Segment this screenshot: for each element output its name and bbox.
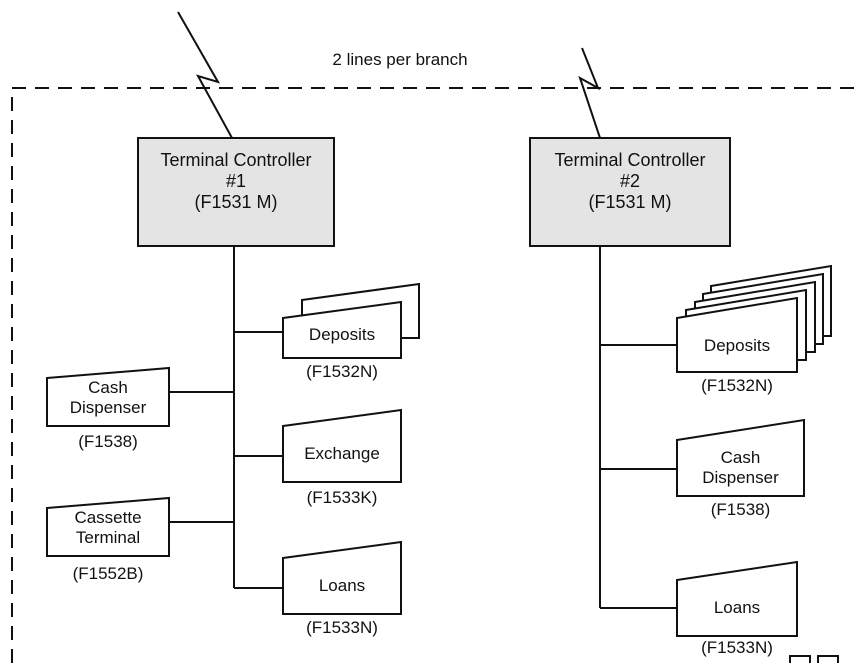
- cash-dispenser-2-label: Cash Dispenser: [702, 448, 779, 487]
- edge-box-1: [789, 655, 811, 663]
- cash-dispenser-1-label: Cash Dispenser: [69, 378, 147, 417]
- cash-dispenser-2-code: (F1538): [710, 500, 771, 519]
- terminal-exchange-1: [282, 408, 402, 483]
- controller-2-title: Terminal Controller: [554, 150, 706, 170]
- deposits-2-code: (F1532N): [701, 376, 773, 395]
- exchange-1-label: Exchange: [304, 444, 380, 463]
- cash-dispenser-1-code: (F1538): [78, 432, 138, 451]
- terminal-cash-dispenser-1: [46, 366, 170, 427]
- terminal-loans-1: [282, 540, 402, 615]
- loans-2-label: Loans: [713, 598, 761, 617]
- controller-box-2: [529, 137, 731, 247]
- controller-1-model: (F1531 M): [194, 192, 278, 212]
- comm-line-1: [177, 11, 233, 139]
- terminal-deposits-2: [676, 296, 798, 373]
- deposits-1-code: (F1532N): [306, 362, 378, 381]
- controller-2-number: #2: [619, 171, 641, 191]
- terminal-deposits-1: [282, 300, 402, 359]
- terminal-cassette-1: [46, 496, 170, 557]
- loans-1-label: Loans: [318, 576, 366, 595]
- controller-box-1: [137, 137, 335, 247]
- branch-boundary: [11, 87, 854, 663]
- branch1-wiring: [169, 246, 283, 589]
- branch2-wiring: [599, 246, 677, 609]
- cassette-terminal-1-code: (F1552B): [72, 564, 144, 583]
- controller-2-text: Terminal Controller #2 (F1531 M): [530, 150, 730, 213]
- edge-box-2: [817, 655, 839, 663]
- controller-2-model: (F1531 M): [588, 192, 672, 212]
- loans-1-code: (F1533N): [306, 618, 378, 637]
- controller-1-number: #1: [225, 171, 247, 191]
- controller-1-title: Terminal Controller: [160, 150, 312, 170]
- deposits-2-label: Deposits: [703, 336, 771, 355]
- comm-line-2: [578, 47, 601, 139]
- cassette-terminal-1-label: Cassette Terminal: [74, 508, 142, 547]
- exchange-1-code: (F1533K): [306, 488, 378, 507]
- lines-per-branch-label: 2 lines per branch: [332, 50, 468, 69]
- terminal-loans-2: [676, 560, 798, 637]
- controller-1-text: Terminal Controller #1 (F1531 M): [138, 150, 334, 213]
- deposits-1-label: Deposits: [308, 325, 376, 344]
- terminal-cash-dispenser-2: [676, 418, 805, 497]
- loans-2-code: (F1533N): [701, 638, 773, 657]
